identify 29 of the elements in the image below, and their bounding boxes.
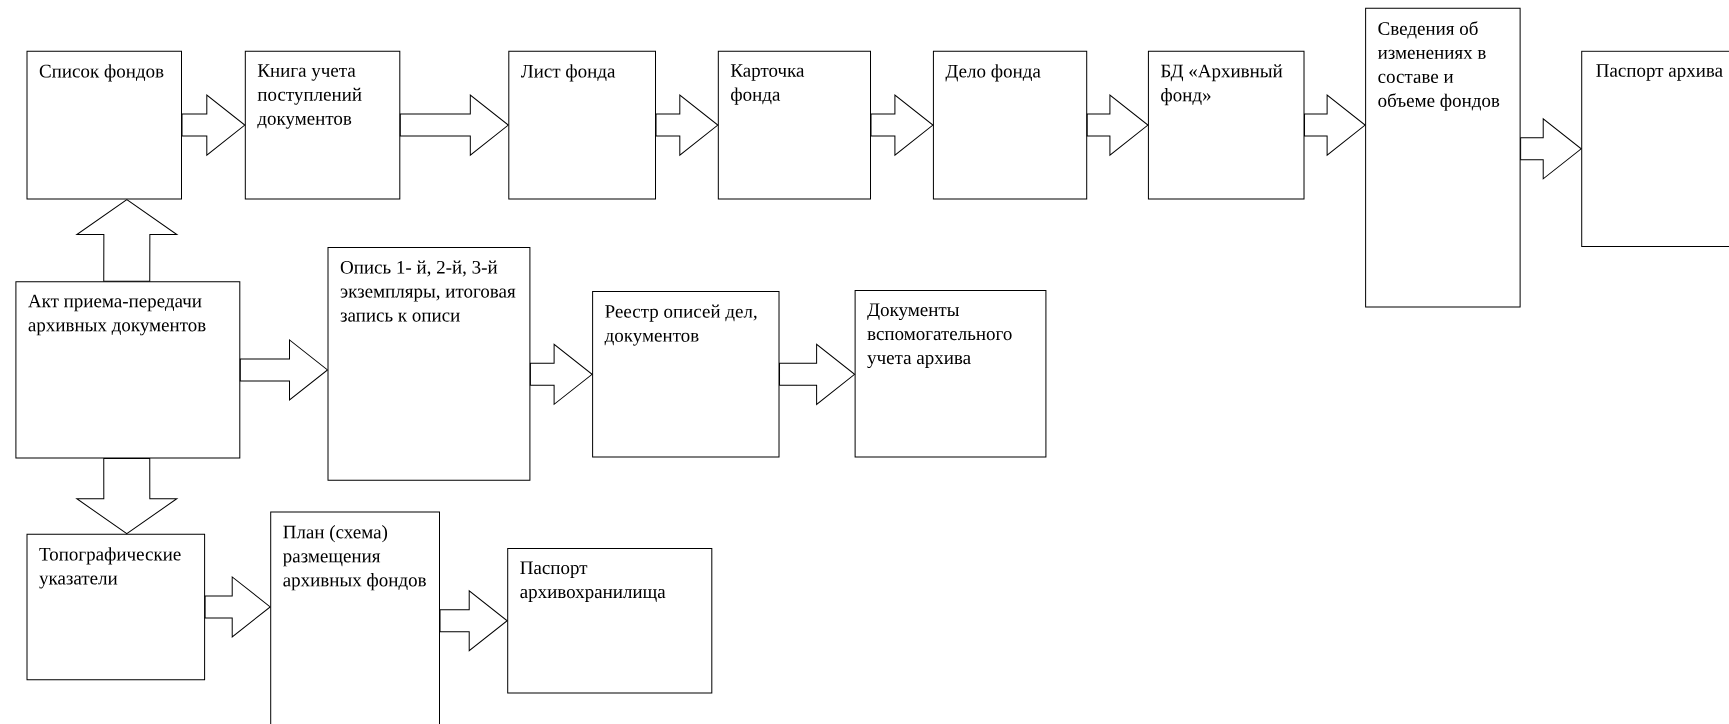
text-box: Топографические указатели	[26, 533, 206, 681]
text-box: Карточка фонда	[717, 50, 871, 200]
text-box: Сведения об изменениях в составе и объеме фондов	[1365, 7, 1521, 308]
block-arrow	[1304, 94, 1366, 156]
block-arrow	[399, 94, 509, 156]
block-arrow	[181, 94, 246, 156]
text-box: Акт приема-передачи архивных документов	[15, 281, 241, 459]
block-arrow	[76, 199, 178, 282]
text-box: БД «Архивный фонд»	[1147, 50, 1305, 200]
block-arrow	[239, 339, 328, 401]
text-box: Опись 1- й, 2-й, 3-й экземпляры, итоговая запись к описи	[327, 247, 531, 481]
block-arrow	[1086, 94, 1149, 156]
block-arrow	[529, 343, 593, 405]
text-box: Дело фонда	[932, 50, 1088, 200]
block-arrow	[870, 94, 934, 156]
text-box: План (схема) размещения архивных фондов	[270, 511, 440, 724]
block-arrow	[655, 94, 719, 156]
block-arrow	[779, 343, 856, 405]
text-box: Паспорт архива	[1581, 50, 1729, 247]
text-box: Паспорт архивохранилища	[507, 548, 713, 694]
block-arrow	[76, 458, 178, 535]
block-arrow	[1520, 118, 1582, 180]
block-arrow	[439, 590, 508, 652]
text-box: Реестр описей дел, документов	[592, 291, 780, 458]
block-arrow	[204, 576, 271, 638]
text-box: Лист фонда	[508, 50, 656, 200]
text-box: Книга учета поступлений документов	[244, 50, 401, 200]
text-box: Документы вспомогательного учета архива	[854, 290, 1047, 458]
text-box: Список фондов	[26, 50, 182, 200]
